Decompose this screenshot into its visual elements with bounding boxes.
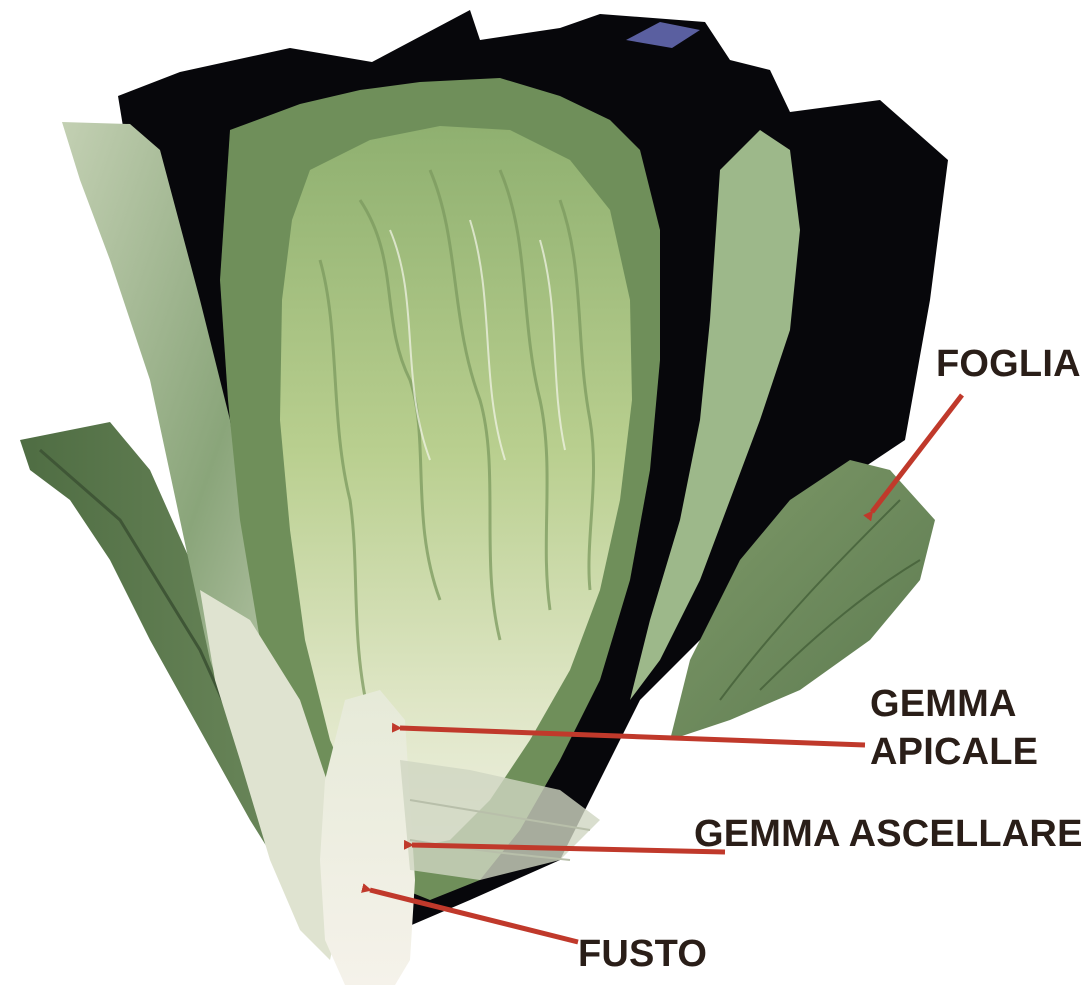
label-gemma-apicale-line2: APICALE [870,728,1038,776]
label-gemma-apicale: GEMMA APICALE [870,680,1038,776]
label-gemma-apicale-line1: GEMMA [870,680,1038,728]
label-fusto: FUSTO [578,930,707,978]
label-gemma-ascellare: GEMMA ASCELLARE [694,810,1083,858]
label-foglia: FOGLIA [936,340,1081,388]
